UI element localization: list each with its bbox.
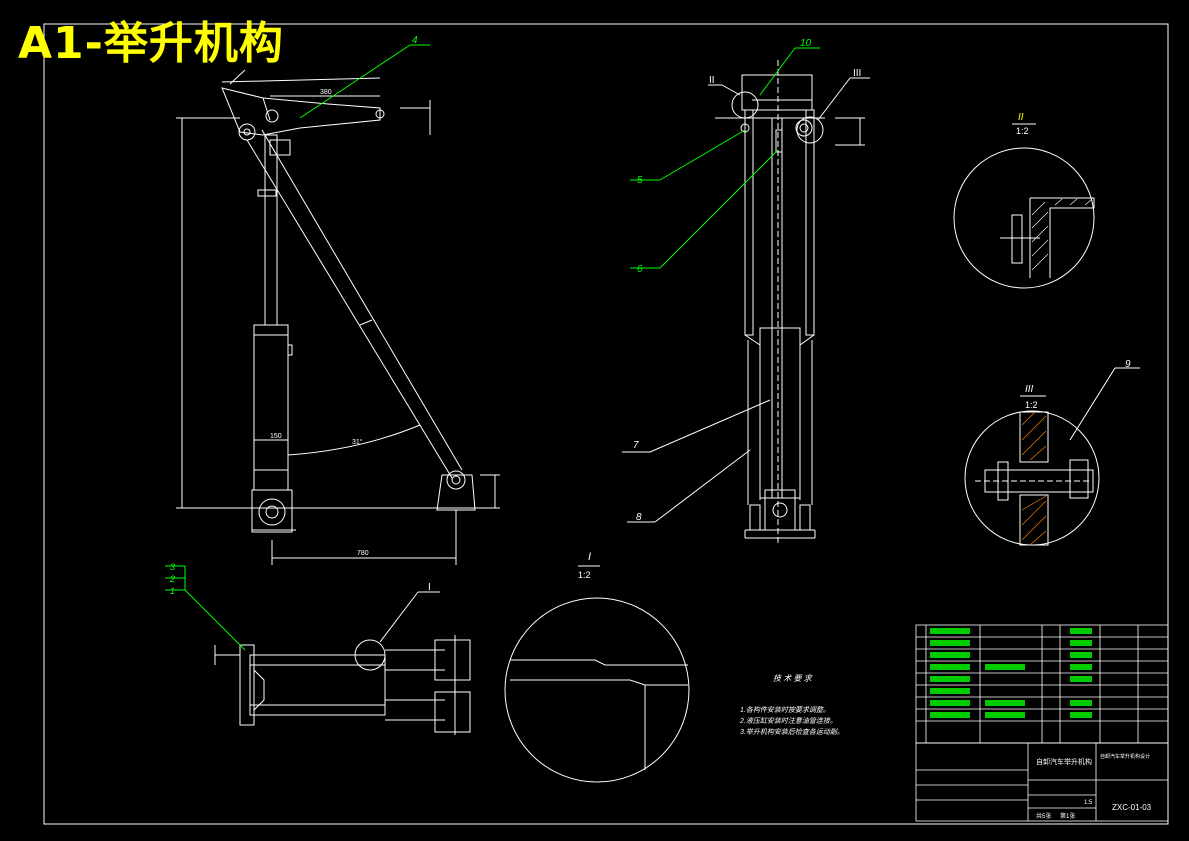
balloon-6: 6 [637,264,643,275]
detail-III-label: III [1025,384,1034,395]
title-school: 自卸汽车举升机构设计 [1100,753,1150,760]
leader-7 [622,399,771,453]
tech-requirements-title: 技 术 要 求 [773,674,813,683]
balloon-4: 4 [412,35,418,46]
leader-9 [1069,367,1140,441]
detail-II-scale: 1:2 [1016,126,1029,136]
detail-I-label: I [588,551,591,563]
front-view [715,74,865,539]
main-side-view [176,69,500,565]
detail-II-view [953,147,1095,289]
leader-I [379,591,440,643]
balloon-8: 8 [636,512,642,523]
dim-label-angle: 31° [352,438,363,446]
marker-III: III [853,68,861,79]
dim-label-380: 380 [320,89,332,96]
title-scale: 1:5 [1084,800,1093,806]
balloon-9: 9 [1125,359,1131,370]
tech-req-item-2: 2.液压缸安装时注意油管连接。 [739,717,837,725]
parts-list-cells [930,628,1092,718]
dim-label-150: 150 [270,433,282,440]
dim-label-780: 780 [357,550,369,557]
leader-1-2-3 [165,565,246,651]
detail-I-view [504,597,690,783]
detail-I-scale: 1:2 [578,570,591,580]
leader-4 [299,44,430,119]
leader-6 [630,149,779,269]
leader-10 [759,47,820,96]
title-sheet: 第1张 [1060,812,1075,820]
parts-list [915,624,1169,744]
balloon-7: 7 [633,440,639,451]
leader-II [708,84,741,96]
top-view [214,635,471,735]
balloon-1: 1 [170,586,175,596]
leader-8 [627,449,751,523]
balloon-10: 10 [800,38,812,49]
tech-req-item-1: 1.各构件安装时按要求调整。 [740,706,830,714]
title-block [915,742,1169,822]
title-drawing-name: 自卸汽车举升机构 [1036,757,1092,766]
title-drawing-number: ZXC-01-03 [1112,803,1152,812]
detail-III-scale: 1:2 [1025,400,1038,410]
balloon-3: 3 [170,562,175,572]
leader-III [817,77,870,121]
detail-II-label: II [1018,112,1024,123]
tech-req-item-3: 3.举升机构安装后检查各运动副。 [740,728,844,736]
balloon-5: 5 [637,175,643,186]
marker-II: II [709,75,715,86]
banner-title: A1-举升机构 [18,18,284,69]
marker-I: I [428,582,431,593]
drawing-frame [43,23,1169,825]
title-sheets-total: 共5张 [1036,812,1051,820]
balloon-2: 2 [169,574,175,584]
detail-III-view [964,410,1100,546]
leader-5 [630,129,746,181]
